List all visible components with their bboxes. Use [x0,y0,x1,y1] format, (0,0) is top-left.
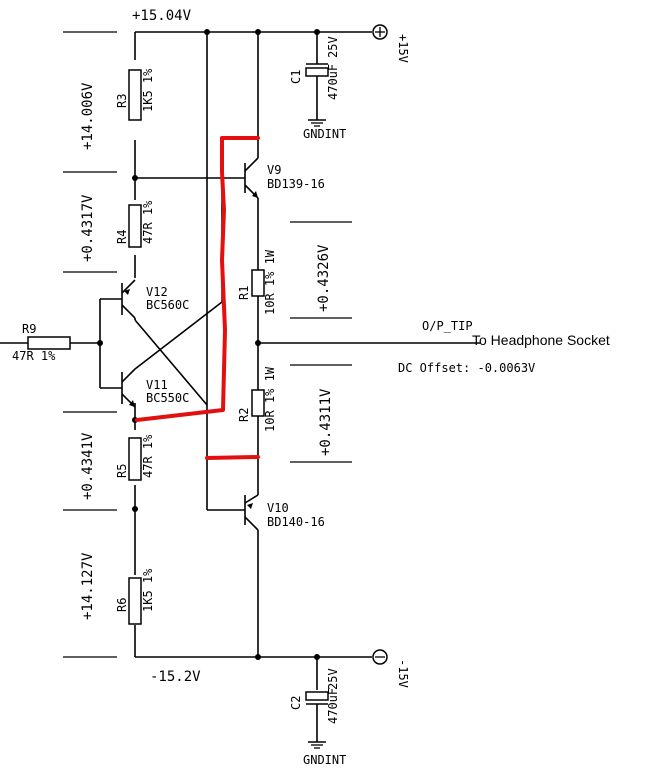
top-rail-voltage: +15.04V [132,8,192,24]
v11-part: BC550C [146,391,189,405]
c2-capacitor [305,654,329,749]
left-measure-lines [63,31,117,658]
bottom-rail [135,649,388,665]
r9-ref: R9 [22,322,36,336]
v10-transistor [206,458,261,660]
r9-resistor [27,336,71,350]
v-r4-measurement: +0.4317V [80,194,96,262]
v12-ref: V12 [146,285,168,299]
r4-value: 47R 1% [141,200,155,244]
v-r5-measurement: +0.4341V [80,432,96,500]
left-column-wires [132,32,138,657]
c2-ground-label: GNDINT [303,753,346,767]
c1-value: 470uF [326,64,340,100]
v9-ref: V9 [267,163,281,177]
r4-ref: R4 [115,230,129,244]
r9-value: 47R 1% [12,349,56,363]
c1-capacitor [305,29,329,127]
r4-resistor [128,204,142,248]
red-highlight-path [135,136,260,460]
c1-ref: C1 [289,70,303,84]
c1-rating: 25V [326,36,340,58]
v10-ref: V10 [267,501,289,515]
r2-value: 10R 1% 1W [263,366,277,432]
neg-supply-label: -15V [396,659,410,688]
base-link [0,299,103,388]
r3-ref: R3 [115,94,129,108]
right-measure-lines [290,221,352,463]
output-net-label: O/P_TIP [422,319,473,333]
v11-ref: V11 [146,378,168,392]
output-destination: To Headphone Socket [472,332,610,348]
r5-resistor [128,437,142,481]
r2-ref: R2 [237,408,251,422]
v11-transistor [100,368,136,408]
r5-ref: R5 [115,464,129,478]
dc-offset-label: DC Offset: -0.0063V [398,361,535,375]
r1-value: 10R 1% 1W [263,249,277,315]
bottom-rail-voltage: -15.2V [150,669,201,685]
output-column-wires [255,198,480,495]
v9-part: BD139-16 [267,177,325,191]
r2-resistor [251,389,265,417]
v-r6-measurement: +14.127V [80,552,96,620]
r3-value: 1K5 1% [141,68,155,112]
v9-transistor [222,29,261,199]
r5-value: 47R 1% [141,434,155,478]
v12-part: BC560C [146,298,189,312]
v-r3-measurement: +14.006V [80,82,96,150]
r6-value: 1K5 1% [141,568,155,612]
c2-value: 470uF [326,688,340,724]
c2-ref: C2 [289,696,303,710]
r6-resistor [128,577,142,625]
pos-supply-label: +15V [396,34,410,63]
r1-resistor [251,269,265,297]
r3-resistor [128,69,142,121]
r1-ref: R1 [237,286,251,300]
v-r1-measurement: +0.4326V [316,244,332,312]
v10-part: BD140-16 [267,515,325,529]
top-rail [135,24,388,40]
r6-ref: R6 [115,598,129,612]
c2-rating: 25V [326,668,340,690]
v-r2-measurement: +0.4311V [318,388,334,456]
v12-transistor [100,279,136,319]
c1-ground-label: GNDINT [303,127,346,141]
